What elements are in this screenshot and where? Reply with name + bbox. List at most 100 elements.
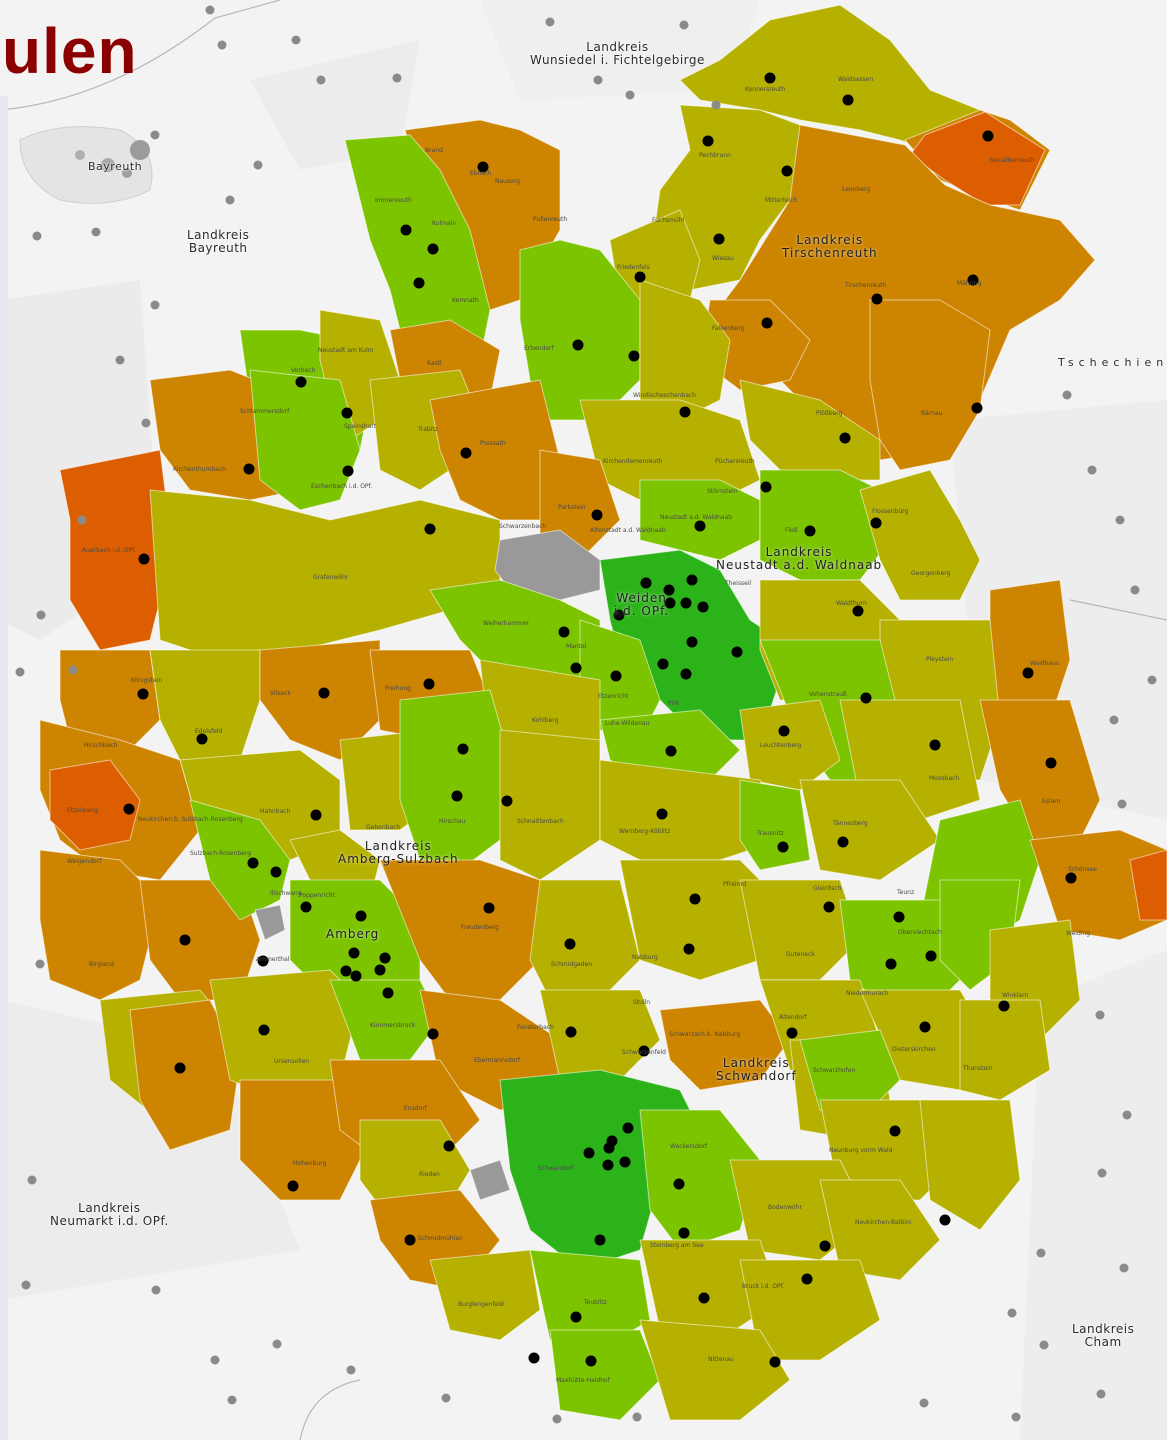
outside-point <box>141 418 151 428</box>
school-marker <box>686 636 698 648</box>
school-marker <box>258 1024 270 1036</box>
region-15 <box>429 379 571 521</box>
outside-point <box>441 1393 451 1403</box>
school-marker <box>698 1292 710 1304</box>
label-neustadt: Landkreis Neustadt a.d. Waldnaab <box>716 545 883 572</box>
municipality-label: Freihung <box>385 685 411 692</box>
school-marker <box>982 130 994 142</box>
region-27 <box>759 469 891 581</box>
municipality-label: Vohenstrauß <box>809 691 847 698</box>
municipality-label: Falkenberg <box>712 325 745 332</box>
school-marker <box>925 950 937 962</box>
municipality-label: Kümmersbruck <box>370 1022 416 1029</box>
school-marker <box>885 958 897 970</box>
school-marker <box>257 955 269 967</box>
municipality-label: Weiherhammer <box>483 620 530 627</box>
school-marker <box>852 605 864 617</box>
municipality-label: Pressath <box>480 440 506 447</box>
municipality-label: Leonberg <box>842 186 871 193</box>
outside-point <box>205 5 215 15</box>
label-amberg: Amberg <box>326 927 380 941</box>
municipality-label: Pleystein <box>926 656 954 663</box>
municipality-label: Hohenburg <box>293 1160 327 1167</box>
outside-point <box>1130 585 1140 595</box>
label-schwandorf: Landkreis Schwandorf <box>716 1056 797 1083</box>
school-marker <box>680 668 692 680</box>
outside-point <box>227 1395 237 1405</box>
school-marker <box>686 574 698 586</box>
municipality-label: Speinshart <box>344 423 377 430</box>
outside-point <box>711 100 721 110</box>
municipality-label: Winklarn <box>1002 992 1029 999</box>
municipality-label: Maxhütte-Haidhof <box>556 1377 610 1384</box>
municipality-label: Hahnbach <box>260 808 291 815</box>
label-bayreuth-city: Bayreuth <box>88 160 143 173</box>
label-weiden: Weiden i.d. OPf. <box>614 591 670 618</box>
school-marker <box>404 1234 416 1246</box>
school-marker <box>860 692 872 704</box>
school-marker <box>138 553 150 565</box>
school-marker <box>819 1240 831 1252</box>
municipality-label: Freudenberg <box>461 924 499 931</box>
municipality-label: Konnersreuth <box>745 86 786 93</box>
municipality-label: Ebermannsdorf <box>474 1057 520 1064</box>
municipality-label: Trausnitz <box>757 830 784 837</box>
municipality-label: Pfreimd <box>723 881 747 888</box>
school-marker <box>310 809 322 821</box>
municipality-label: Kirchendemenreuth <box>603 458 663 465</box>
label-cham: Landkreis Cham <box>1072 1322 1135 1349</box>
school-marker <box>628 350 640 362</box>
school-marker <box>1065 872 1077 884</box>
outside-point <box>150 130 160 140</box>
label-amberg-sulzbach: Landkreis Amberg-Sulzbach <box>338 839 459 866</box>
outside-point <box>21 1280 31 1290</box>
school-marker <box>460 447 472 459</box>
municipality-label: Illschwang <box>270 890 302 897</box>
school-marker <box>457 743 469 755</box>
municipality-label: Poppenricht <box>299 892 335 899</box>
school-marker <box>300 901 312 913</box>
municipality-label: Steinberg am See <box>650 1242 704 1249</box>
municipality-label: Nittenau <box>708 1356 734 1363</box>
school-marker <box>501 795 513 807</box>
region-70 <box>129 999 241 1151</box>
outside-point <box>545 17 555 27</box>
municipality-label: Püchersreuth <box>715 458 755 465</box>
municipality-label: Störnstein <box>707 488 738 495</box>
school-marker <box>656 808 668 820</box>
municipality-label: Schwarzenbach <box>499 523 547 530</box>
outside-point <box>1011 1412 1021 1422</box>
municipality-label: Waidhaus <box>1030 660 1060 667</box>
municipality-label: Mitterteich <box>765 197 798 204</box>
region-75 <box>659 999 791 1091</box>
municipality-label: Moosbach <box>929 775 960 782</box>
school-marker <box>870 517 882 529</box>
municipality-label: Rieden <box>419 1171 440 1178</box>
municipality-label: Plößberg <box>816 410 843 417</box>
school-marker <box>893 911 905 923</box>
school-marker <box>583 1147 595 1159</box>
municipality-label: Flossenbürg <box>872 508 909 515</box>
municipality-label: Schwandorf <box>538 1165 574 1172</box>
outside-point <box>1095 1010 1105 1020</box>
municipality-label: Bärnau <box>921 410 943 417</box>
outside-point <box>919 1398 929 1408</box>
municipality-label: Schnaittenbach <box>517 818 564 825</box>
municipality-label: Luhe-Wildenau <box>605 720 650 727</box>
school-marker <box>1045 757 1057 769</box>
school-marker <box>760 481 772 493</box>
school-marker <box>939 1214 951 1226</box>
outside-point <box>36 610 46 620</box>
school-marker <box>137 688 149 700</box>
municipality-label: Weiding <box>1066 930 1091 937</box>
school-marker <box>564 938 576 950</box>
outside-point <box>151 1285 161 1295</box>
outside-point <box>625 90 635 100</box>
outside-point <box>1039 1340 1049 1350</box>
outside-settlement-points <box>15 5 1157 1424</box>
municipality-label: Neusorg <box>495 178 520 185</box>
outside-point <box>1062 390 1072 400</box>
school-marker <box>967 274 979 286</box>
school-marker <box>871 293 883 305</box>
school-marker <box>179 934 191 946</box>
